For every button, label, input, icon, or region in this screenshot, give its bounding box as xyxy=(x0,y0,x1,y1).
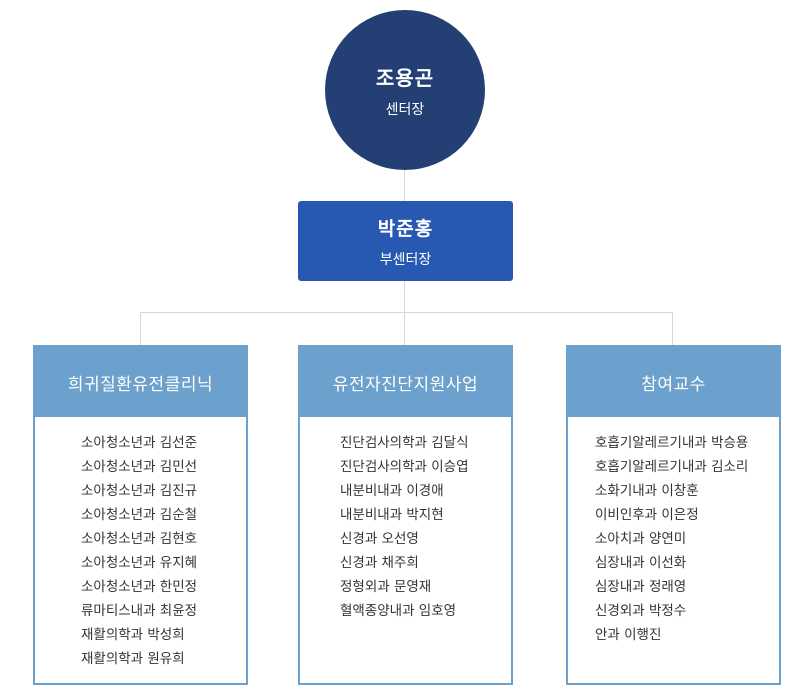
department-participating-professors: 참여교수 호흡기알레르기내과 박승용 호흡기알레르기내과 김소리 소화기내과 이… xyxy=(566,345,781,685)
department-genetic-diagnosis-support: 유전자진단지원사업 진단검사의학과 김달식 진단검사의학과 이승엽 내분비내과 … xyxy=(298,345,513,685)
member-list: 진단검사의학과 김달식 진단검사의학과 이승엽 내분비내과 이경애 내분비내과 … xyxy=(300,417,511,623)
member-item: 신경과 오선영 xyxy=(340,531,419,547)
department-title: 참여교수 xyxy=(568,347,779,417)
member-item: 이비인후과 이은정 xyxy=(595,507,699,523)
vice-director-node: 박준홍 부센터장 xyxy=(298,201,513,281)
connector-drop-right xyxy=(672,312,673,345)
vice-director-name: 박준홍 xyxy=(377,217,434,240)
member-item: 소아청소년과 김순철 xyxy=(81,507,198,523)
director-role: 센터장 xyxy=(385,101,425,118)
member-item: 소화기내과 이창훈 xyxy=(595,483,699,499)
connector-drop-left xyxy=(140,312,141,345)
member-item: 심장내과 정래영 xyxy=(595,579,687,595)
member-item: 소아청소년과 김진규 xyxy=(81,483,198,499)
member-item: 소아청소년과 김현호 xyxy=(81,531,198,547)
member-item: 신경외과 박정수 xyxy=(595,603,687,619)
member-item: 소아청소년과 유지혜 xyxy=(81,555,198,571)
member-item: 정형외과 문영재 xyxy=(340,579,432,595)
vice-director-role: 부센터장 xyxy=(379,251,432,268)
member-item: 진단검사의학과 이승엽 xyxy=(340,459,469,475)
member-item: 내분비내과 이경애 xyxy=(340,483,444,499)
connector-vice-branch xyxy=(404,281,405,312)
member-item: 류마티스내과 최윤정 xyxy=(81,603,198,619)
department-title: 유전자진단지원사업 xyxy=(300,347,511,417)
member-item: 재활의학과 박성희 xyxy=(81,627,185,643)
member-item: 재활의학과 원유희 xyxy=(81,651,185,667)
member-item: 호흡기알레르기내과 박승용 xyxy=(595,435,749,451)
member-item: 호흡기알레르기내과 김소리 xyxy=(595,459,749,475)
member-item: 심장내과 이선화 xyxy=(595,555,687,571)
member-item: 신경과 채주희 xyxy=(340,555,419,571)
connector-horizontal xyxy=(140,312,673,313)
connector-drop-center xyxy=(404,312,405,345)
member-list: 호흡기알레르기내과 박승용 호흡기알레르기내과 김소리 소화기내과 이창훈 이비… xyxy=(568,417,779,647)
member-list: 소아청소년과 김선준 소아청소년과 김민선 소아청소년과 김진규 소아청소년과 … xyxy=(35,417,246,671)
member-item: 안과 이행진 xyxy=(595,627,662,643)
department-title: 희귀질환유전클리닉 xyxy=(35,347,246,417)
member-item: 혈액종양내과 임호영 xyxy=(340,603,457,619)
member-item: 소아청소년과 김선준 xyxy=(81,435,198,451)
director-node: 조용곤 센터장 xyxy=(325,10,485,170)
member-item: 진단검사의학과 김달식 xyxy=(340,435,469,451)
connector-director-vice xyxy=(404,170,405,201)
member-item: 내분비내과 박지현 xyxy=(340,507,444,523)
member-item: 소아청소년과 김민선 xyxy=(81,459,198,475)
department-rare-disease-clinic: 희귀질환유전클리닉 소아청소년과 김선준 소아청소년과 김민선 소아청소년과 김… xyxy=(33,345,248,685)
member-item: 소아치과 양연미 xyxy=(595,531,687,547)
director-name: 조용곤 xyxy=(375,65,435,90)
member-item: 소아청소년과 한민정 xyxy=(81,579,198,595)
